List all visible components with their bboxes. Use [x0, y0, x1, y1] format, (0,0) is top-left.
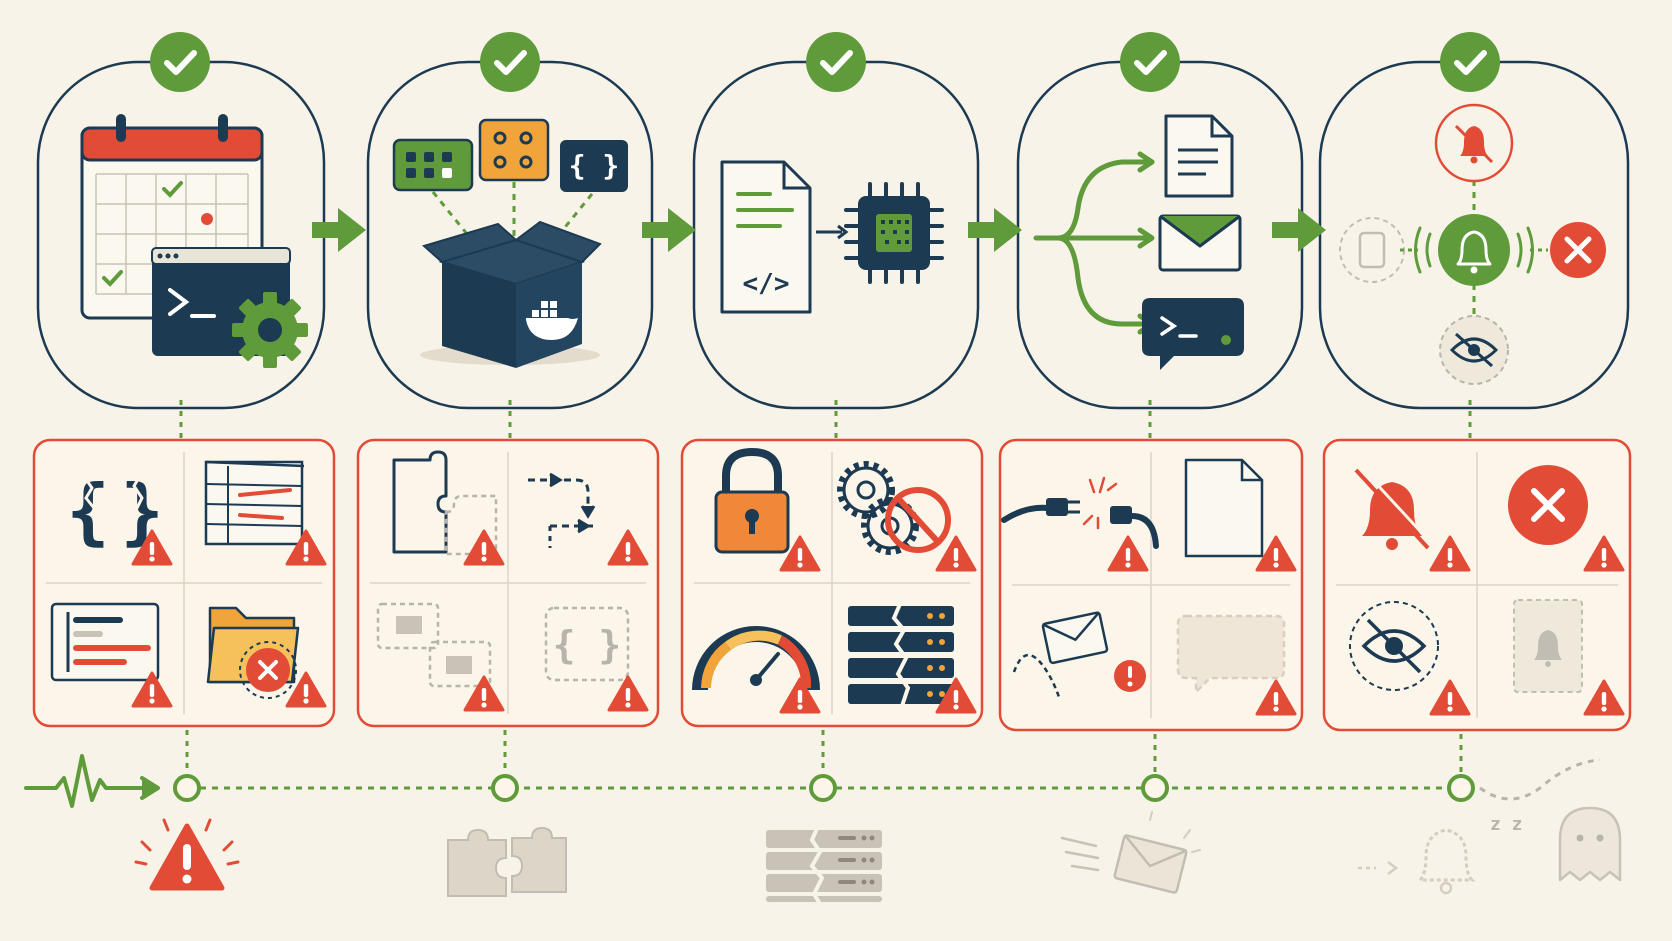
missing-folder-icon — [206, 606, 300, 699]
overload-gauge-icon — [692, 626, 820, 691]
hidden-eye-icon — [1349, 601, 1439, 691]
stage-schedule-icons — [80, 114, 308, 368]
check-badge-icon — [1440, 32, 1500, 92]
timeline-node — [1141, 774, 1169, 802]
check-badge-icon — [480, 32, 540, 92]
right-arrow-icon — [1272, 208, 1326, 252]
right-arrow-icon — [312, 208, 366, 252]
faded-puzzle-icon — [447, 826, 567, 897]
stage-deliver-icons — [1033, 114, 1244, 370]
blocked-gears-icon — [837, 461, 951, 555]
error-x-icon — [1508, 465, 1588, 545]
ghost-icon — [1558, 806, 1622, 882]
stage-arrows — [312, 208, 1326, 252]
lost-email-icon — [1060, 811, 1201, 894]
svg-text:{ }: { } — [553, 623, 622, 667]
panel-build-icons: { } — [376, 450, 649, 712]
sleep-label: z z — [1490, 814, 1523, 835]
padlock-icon — [714, 447, 790, 554]
container-box-icon — [420, 220, 602, 368]
heartbeat-icon — [24, 754, 160, 808]
broken-braces-icon: { } — [66, 469, 163, 553]
stage-build-icons: { } — [392, 118, 628, 368]
alarm-warning-icon — [134, 818, 240, 891]
timeline-node — [809, 774, 837, 802]
code-braces-card-icon: { } — [560, 140, 628, 192]
hidden-eye-icon — [1439, 315, 1509, 385]
muted-bell-icon — [1434, 103, 1514, 183]
error-log-icon — [50, 602, 160, 682]
faded-phone-icon — [1339, 217, 1405, 283]
cpu-chip-icon — [844, 182, 944, 284]
stage-notify-icons — [1339, 103, 1606, 385]
muted-bell-icon — [1354, 464, 1434, 550]
missing-puzzle-piece-icon — [392, 450, 498, 556]
timeline-node — [491, 774, 519, 802]
check-badge-icon — [1120, 32, 1180, 92]
document-icon — [1164, 114, 1234, 198]
unplugged-cable-icon — [1001, 476, 1159, 549]
missing-block-icon — [376, 602, 492, 688]
right-arrow-icon — [968, 208, 1022, 252]
check-badge-icon — [806, 32, 866, 92]
gear-icon — [232, 292, 308, 368]
faded-bell-icon — [1513, 599, 1583, 693]
timeline-node — [173, 774, 201, 802]
cracked-server-icon — [848, 603, 954, 707]
module-card-icon — [478, 118, 550, 182]
ringing-bell-icon — [1414, 214, 1534, 286]
timeline-node — [1447, 774, 1475, 802]
timeline: z z — [24, 754, 1622, 906]
check-badge-icon — [150, 32, 210, 92]
panel-run-icons — [692, 447, 977, 714]
panel-notify-icons — [1349, 464, 1625, 716]
whale-icon — [526, 301, 578, 340]
code-file-icon: </> — [720, 160, 812, 314]
misaligned-rows-icon — [204, 460, 305, 546]
right-arrow-icon — [642, 208, 696, 252]
empty-braces-icon: { } — [544, 606, 630, 682]
email-icon — [1158, 214, 1242, 272]
panel-deliver-icons — [1001, 458, 1297, 716]
svg-text:</>: </> — [743, 269, 790, 299]
bouncing-email-icon — [1012, 611, 1146, 701]
branching-arrows-icon — [1033, 151, 1155, 335]
broken-flow-icon — [528, 472, 596, 548]
empty-message-icon — [1176, 614, 1286, 696]
terminal-chat-icon — [1142, 298, 1244, 370]
svg-text:{ }: { } — [569, 149, 620, 182]
error-x-icon — [1550, 222, 1606, 278]
cracked-server-icon — [766, 825, 882, 906]
module-card-icon — [392, 138, 474, 192]
stage-run-icons: </> — [720, 160, 944, 314]
sleeping-bell-icon: z z — [1358, 814, 1523, 895]
panel-schedule-icons: { } — [50, 460, 327, 708]
blank-document-icon — [1184, 458, 1264, 558]
